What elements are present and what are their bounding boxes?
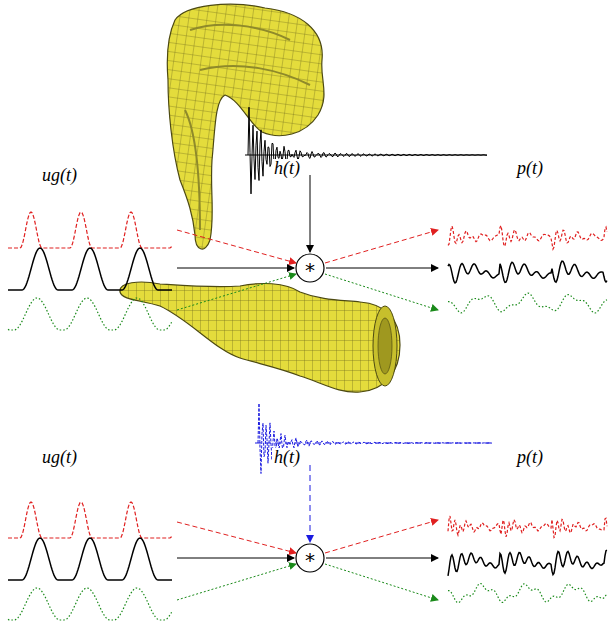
waveform	[8, 538, 172, 580]
waveform	[448, 550, 607, 576]
waveform	[448, 583, 607, 602]
waveform	[448, 261, 607, 283]
waveform	[448, 293, 607, 313]
waveform	[258, 403, 492, 473]
signal-name: ug(t)	[40, 166, 79, 186]
signal-name: p(t)	[515, 159, 545, 179]
waveform	[8, 502, 172, 538]
convolution-circle: *	[295, 253, 325, 283]
signal-name: ug(t)	[40, 448, 79, 468]
waveform	[448, 226, 607, 249]
waveform	[448, 516, 607, 538]
waveform	[248, 107, 487, 194]
waveform	[8, 248, 172, 290]
signal-name: h(t)	[272, 159, 302, 179]
straight-tract-3d	[120, 282, 400, 392]
signal-name: h(t)	[272, 448, 302, 468]
operator-symbol: *	[305, 550, 315, 570]
waveform	[8, 588, 172, 620]
operator-symbol: *	[305, 260, 315, 280]
vocal-tract-3d	[167, 4, 324, 249]
signal-name: p(t)	[515, 448, 545, 468]
waveform	[8, 298, 172, 330]
convolution-circle: *	[295, 543, 325, 573]
waveform	[8, 212, 172, 248]
